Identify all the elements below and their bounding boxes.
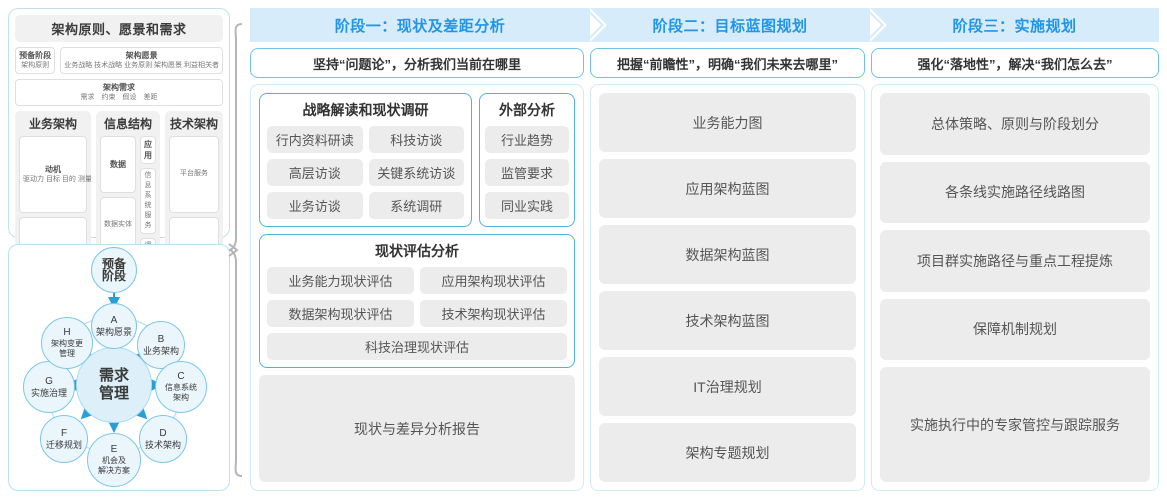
chip-tech-governance-assessment[interactable]: 科技治理现状评估 <box>267 333 567 360</box>
phase-3-header[interactable]: 阶段三：实施规划 <box>870 8 1159 42</box>
architecture-vision-head: 架构愿景 <box>125 51 158 60</box>
current-state-assessment-section: 现状评估分析 业务能力现状评估 应用架构现状评估 数据架构现状评估 技术架构现状… <box>259 234 575 368</box>
brace-connector <box>228 22 254 478</box>
strategy-row-2: 高层访谈 关键系统访谈 <box>267 159 464 186</box>
application-head-box: 应用 <box>140 136 156 164</box>
information-structure-title: 信息结构 <box>103 117 152 131</box>
chevron-right-icon-1 <box>584 8 607 42</box>
node-requirements-management: 需求 管理 <box>76 347 152 423</box>
phase-3-header-label: 阶段三：实施规划 <box>952 17 1077 35</box>
phase-3-list: 总体策略、原则与阶段划分 各条线实施路径线路图 项目群实施路径与重点工程提炼 保… <box>880 93 1150 482</box>
chip-exec-interview[interactable]: 高层访谈 <box>267 159 363 186</box>
assessment-row-2: 数据架构现状评估 技术架构现状评估 <box>267 300 567 327</box>
brace-icon <box>228 23 243 477</box>
chip-business-capability-map[interactable]: 业务能力图 <box>599 93 856 152</box>
chip-internal-docs[interactable]: 行内资料研读 <box>267 126 363 153</box>
phases-region: 阶段一：现状及差距分析 阶段二：目标蓝图规划 阶段三：实施规划 坚持“问题论”，… <box>250 8 1159 491</box>
phase-2-list: 业务能力图 应用架构蓝图 数据架构蓝图 技术架构蓝图 IT治理规划 架构专题规划 <box>599 93 856 482</box>
technology-architecture-title: 技术架构 <box>169 117 218 131</box>
chip-architecture-topic-plan[interactable]: 架构专题规划 <box>599 423 856 482</box>
phase-1-column: 坚持“问题论”，分析我们当前在哪里 战略解读和现状调研 行内资料研读 科技访谈 … <box>250 48 584 491</box>
chip-tech-architecture-assessment[interactable]: 技术架构现状评估 <box>420 300 567 327</box>
togaf-framework-panel: 架构原则、愿景和需求 预备阶段 架构原则 架构愿景 业务战略 技术战略 业务原则… <box>8 8 230 429</box>
node-d: D 技术架构 <box>139 415 187 463</box>
architecture-vision-box: 架构愿景 业务战略 技术战略 业务原则 架构愿景 利益相关者 <box>60 47 223 74</box>
external-analysis-title: 外部分析 <box>499 102 555 118</box>
strategy-research-title: 战略解读和现状调研 <box>302 102 429 118</box>
prep-stage-box: 预备阶段 架构原则 <box>15 47 56 74</box>
phase-2-header-label: 阶段二：目标蓝图规划 <box>652 17 808 35</box>
architecture-requirement-head: 架构需求 <box>103 83 135 92</box>
external-analysis-list: 行业趋势 监管要求 同业实践 <box>485 126 569 219</box>
phase-1-top-row: 战略解读和现状调研 行内资料研读 科技访谈 高层访谈 关键系统访谈 业务访谈 <box>259 93 575 227</box>
prep-stage-sub: 架构原则 <box>21 62 50 69</box>
current-state-assessment-title: 现状评估分析 <box>375 243 459 259</box>
chip-app-architecture-blueprint[interactable]: 应用架构蓝图 <box>599 159 856 218</box>
chip-program-path-key-projects[interactable]: 项目群实施路径与重点工程提炼 <box>880 230 1150 292</box>
strategy-row-3: 业务访谈 系统调研 <box>267 192 464 219</box>
external-analysis-section: 外部分析 行业趋势 监管要求 同业实践 <box>479 93 575 227</box>
chip-line-implementation-roadmap[interactable]: 各条线实施路径线路图 <box>880 161 1150 223</box>
chip-tech-architecture-blueprint[interactable]: 技术架构蓝图 <box>599 291 856 350</box>
architecture-requirement-box: 架构需求 需求 约束 假设 差距 <box>15 79 223 106</box>
chevron-right-icon-2 <box>864 8 887 42</box>
data-head-box: 数据 <box>100 136 136 193</box>
prep-stage-head: 预备阶段 <box>19 51 52 60</box>
phase-1-body: 战略解读和现状调研 行内资料研读 科技访谈 高层访谈 关键系统访谈 业务访谈 <box>250 84 584 491</box>
chip-expert-control-tracking[interactable]: 实施执行中的专家管控与跟踪服务 <box>880 367 1150 482</box>
motivation-box: 动机 驱动力 目标 目的 测量 <box>19 136 92 213</box>
phase-3-column: 强化“落地性”，解决“我们怎么去” 总体策略、原则与阶段划分 各条线实施路径线路… <box>871 48 1159 491</box>
chip-app-architecture-assessment[interactable]: 应用架构现状评估 <box>420 267 567 294</box>
architecture-requirement-sub: 需求 约束 假设 差距 <box>80 94 158 101</box>
chip-regulatory-requirements[interactable]: 监管要求 <box>485 159 569 186</box>
adm-cycle-panel: 预备 阶段 需求 管理 A 架构愿景 B 业务架构 C 信息系统 架构 <box>8 244 230 491</box>
architecture-vision-sub: 业务战略 技术战略 业务原则 架构愿景 利益相关者 <box>64 62 219 69</box>
strategy-row-1: 行内资料研读 科技访谈 <box>267 126 464 153</box>
adm-cycle: 预备 阶段 需求 管理 A 架构愿景 B 业务架构 C 信息系统 架构 <box>9 245 229 490</box>
chip-it-governance-plan[interactable]: IT治理规划 <box>599 357 856 416</box>
strategy-research-section: 战略解读和现状调研 行内资料研读 科技访谈 高层访谈 关键系统访谈 业务访谈 <box>259 93 472 227</box>
chip-system-research[interactable]: 系统调研 <box>368 192 464 219</box>
chip-business-capability-assessment[interactable]: 业务能力现状评估 <box>267 267 414 294</box>
phase-1-header-label: 阶段一：现状及差距分析 <box>334 17 506 35</box>
node-c: C 信息系统 架构 <box>155 361 207 413</box>
platform-service-box: 平台服务 <box>169 136 219 213</box>
assessment-row-3: 科技治理现状评估 <box>267 333 567 360</box>
chip-business-interview[interactable]: 业务访谈 <box>267 192 363 219</box>
chip-peer-practices[interactable]: 同业实践 <box>485 192 569 219</box>
business-architecture-title: 业务架构 <box>28 117 77 131</box>
chip-industry-trends[interactable]: 行业趋势 <box>485 126 569 153</box>
phase-2-header[interactable]: 阶段二：目标蓝图规划 <box>590 8 887 42</box>
panel-title: 架构原则、愿景和需求 <box>51 22 187 37</box>
data-entity-box: 数据实体 <box>100 196 136 253</box>
phase-headers: 阶段一：现状及差距分析 阶段二：目标蓝图规划 阶段三：实施规划 <box>250 8 1159 42</box>
left-column: 架构原则、愿景和需求 预备阶段 架构原则 架构愿景 业务战略 技术战略 业务原则… <box>8 8 230 491</box>
information-system-service-box: 信息系统 服务 <box>140 168 156 234</box>
architecture-principles-group: 架构原则、愿景和需求 <box>15 15 223 42</box>
phase-2-column: 把握“前瞻性”，明确“我们未来去哪里” 业务能力图 应用架构蓝图 数据架构蓝图 … <box>590 48 865 491</box>
node-a: A 架构愿景 <box>91 303 137 349</box>
chip-data-architecture-assessment[interactable]: 数据架构现状评估 <box>267 300 414 327</box>
node-e: E 机会及 解决方案 <box>87 433 141 487</box>
node-b: B 业务架构 <box>137 321 185 369</box>
phase-1-header[interactable]: 阶段一：现状及差距分析 <box>250 8 607 42</box>
phase-2-body: 业务能力图 应用架构蓝图 数据架构蓝图 技术架构蓝图 IT治理规划 架构专题规划 <box>590 84 865 491</box>
chip-overall-strategy[interactable]: 总体策略、原则与阶段划分 <box>880 93 1150 155</box>
node-h: H 架构变更 管理 <box>41 317 93 369</box>
chip-assurance-mechanism-plan[interactable]: 保障机制规划 <box>880 298 1150 360</box>
gap-analysis-report[interactable]: 现状与差异分析报告 <box>259 375 575 482</box>
node-prep: 预备 阶段 <box>91 247 137 293</box>
assessment-row-1: 业务能力现状评估 应用架构现状评估 <box>267 267 567 294</box>
chip-key-system-interview[interactable]: 关键系统访谈 <box>368 159 464 186</box>
phase-2-subtitle: 把握“前瞻性”，明确“我们未来去哪里” <box>590 48 865 78</box>
chip-tech-interview[interactable]: 科技访谈 <box>368 126 464 153</box>
prep-vision-row: 预备阶段 架构原则 架构愿景 业务战略 技术战略 业务原则 架构愿景 利益相关者 <box>15 47 223 74</box>
phase-3-subtitle: 强化“落地性”，解决“我们怎么去” <box>871 48 1159 78</box>
node-f: F 迁移规划 <box>40 415 88 463</box>
chip-data-architecture-blueprint[interactable]: 数据架构蓝图 <box>599 225 856 284</box>
phase-3-body: 总体策略、原则与阶段划分 各条线实施路径线路图 项目群实施路径与重点工程提炼 保… <box>871 84 1159 491</box>
phase-1-subtitle: 坚持“问题论”，分析我们当前在哪里 <box>250 48 584 78</box>
